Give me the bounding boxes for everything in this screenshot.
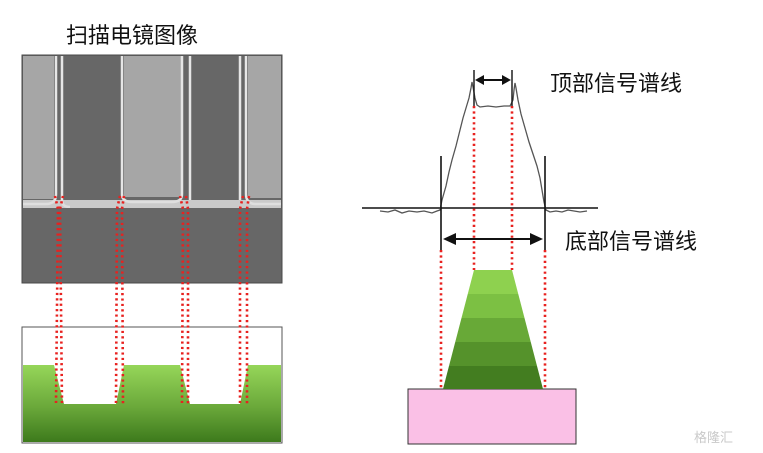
bottom-width-arrow	[443, 233, 543, 245]
left-cross-section	[21, 326, 283, 444]
sem-surface-band	[23, 200, 281, 208]
bottom-signal-label: 底部信号谱线	[565, 230, 698, 255]
sem-trench-2	[124, 56, 181, 197]
right-guide-lines	[439, 106, 547, 389]
sem-trench-3	[248, 56, 281, 198]
left-cross-section-profile	[23, 365, 281, 442]
watermark-text: 格隆汇	[694, 431, 734, 446]
sem-lower-region	[23, 208, 281, 282]
sem-trench-1	[23, 56, 54, 199]
signal-waveform	[379, 81, 588, 214]
substrate	[407, 388, 577, 445]
sem-image-title: 扫描电镜图像	[66, 24, 199, 49]
sem-image	[21, 54, 283, 284]
resist-line	[443, 270, 543, 389]
line-cross-section	[407, 270, 577, 445]
top-width-arrow	[475, 75, 511, 85]
signal-profile	[362, 70, 598, 250]
top-signal-label: 顶部信号谱线	[550, 72, 683, 97]
